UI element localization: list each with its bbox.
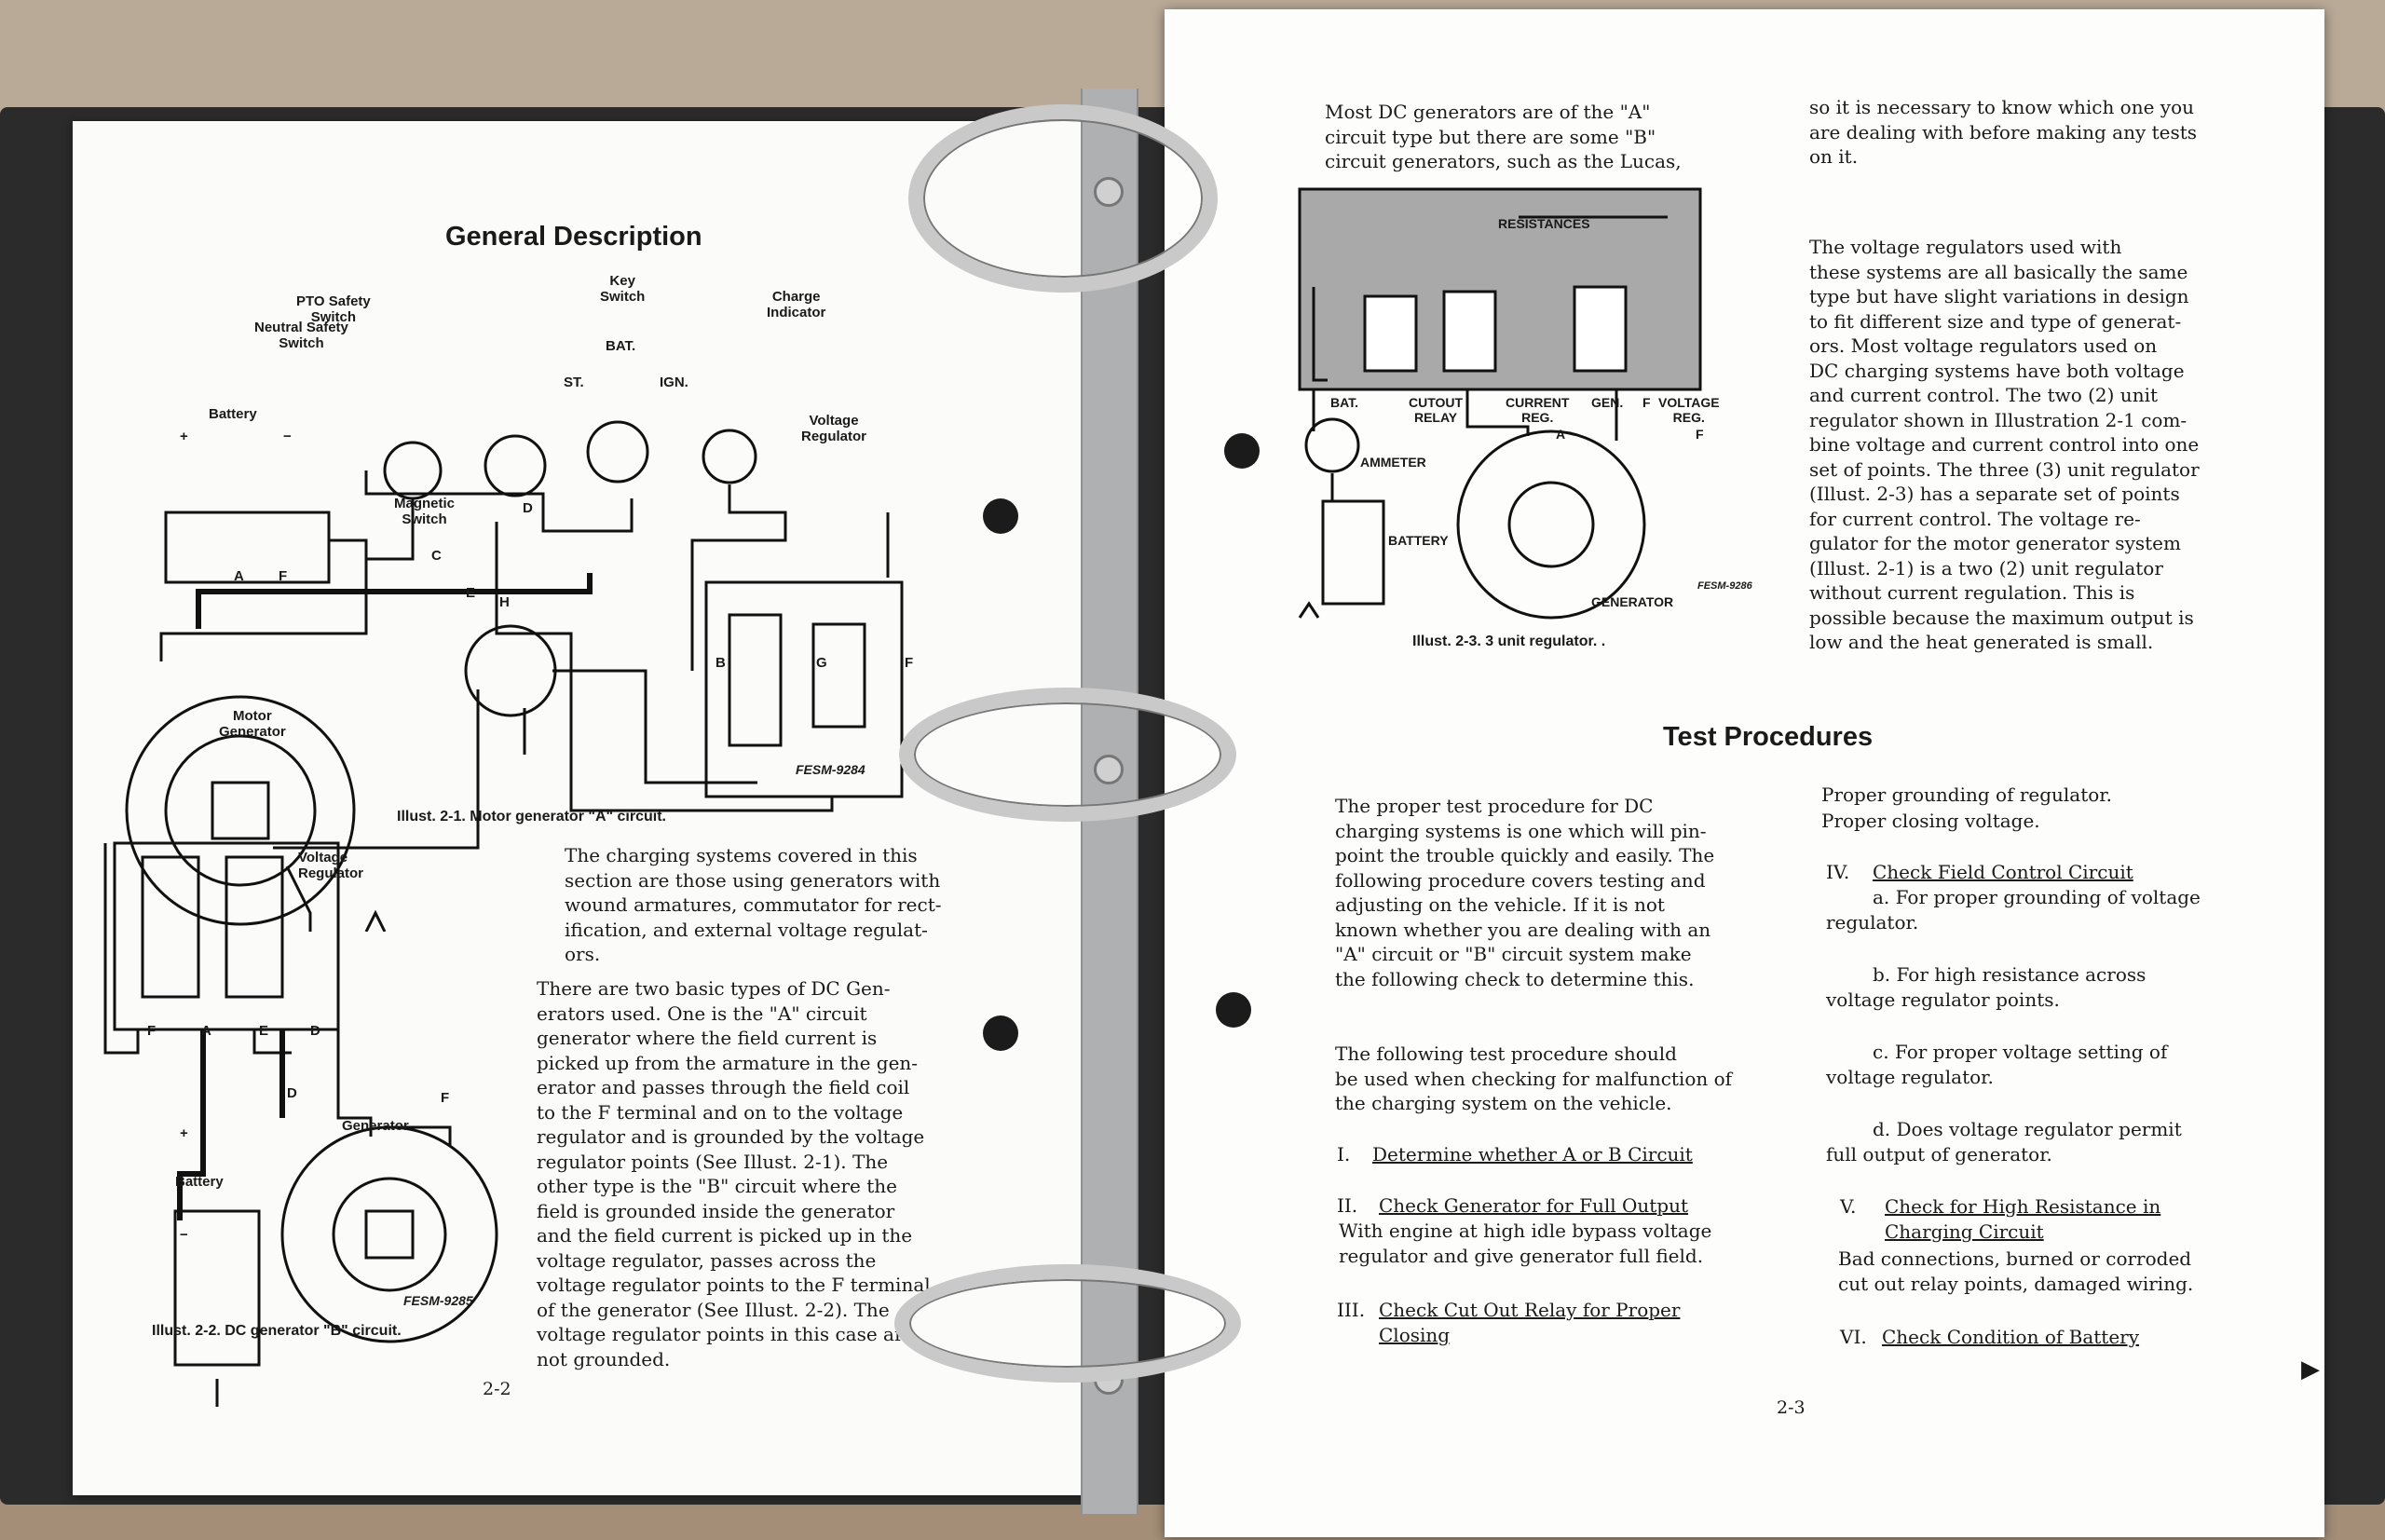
- item-4-title: Check Field Control Circuit: [1873, 861, 2133, 883]
- label-c: C: [431, 548, 442, 564]
- punched-hole: [1224, 433, 1260, 469]
- item-4-b: b. For high resistance across voltage re…: [1826, 963, 2146, 1011]
- line-proper-grounding: Proper grounding of regulator.: [1821, 784, 2113, 806]
- label-d-generator: D: [287, 1085, 297, 1101]
- label-d-2: D: [310, 1023, 320, 1039]
- paragraph-voltage-regulators: The voltage regulators used with these s…: [1809, 236, 2200, 653]
- paragraph-know-which-one: so it is necessary to know which one you…: [1809, 96, 2198, 168]
- label-pto-safety-switch: PTO Safety Switch: [296, 293, 371, 325]
- label-g: G: [816, 655, 827, 671]
- punched-hole: [1216, 992, 1251, 1028]
- label-motor-generator: Motor Generator: [219, 708, 286, 740]
- label-resistances: RESISTANCES: [1498, 216, 1590, 231]
- label-a-2: A: [201, 1023, 211, 1039]
- label-neutral-safety-switch: Neutral Safety Switch: [254, 320, 348, 351]
- label-battery: Battery: [209, 406, 257, 422]
- code-fesm-9284: FESM-9284: [796, 762, 865, 777]
- label-a: A: [234, 568, 244, 584]
- label-current-reg: CURRENT REG.: [1506, 395, 1570, 425]
- label-magnetic-switch: Magnetic Switch: [394, 496, 456, 527]
- item-2-text: With engine at high idle bypass voltage …: [1339, 1220, 1712, 1267]
- page-title: General Description: [445, 222, 702, 252]
- item-1-number: I.: [1337, 1143, 1351, 1165]
- binder-ring-top: [908, 104, 1218, 293]
- caption-illust-2-3: Illust. 2-3. 3 unit regulator. .: [1412, 634, 1606, 649]
- label-battery-3: BATTERY: [1388, 533, 1449, 548]
- item-3-number: III.: [1337, 1299, 1366, 1321]
- binder-ring-middle: [899, 688, 1236, 822]
- illust-2-2-schematic: [103, 841, 498, 1407]
- label-e-2: E: [259, 1023, 269, 1039]
- label-f-3b: F: [1696, 427, 1704, 442]
- punched-hole: [983, 1015, 1018, 1051]
- label-st-terminal: ST.: [564, 375, 584, 390]
- label-cutout-relay: CUTOUT RELAY: [1409, 395, 1464, 425]
- binder-ring-bottom: [894, 1264, 1241, 1383]
- page-number-left: 2-2: [483, 1379, 511, 1399]
- label-battery-minus-2: −: [180, 1227, 188, 1243]
- line-proper-closing: Proper closing voltage.: [1821, 810, 2040, 832]
- label-battery-plus: +: [180, 429, 188, 444]
- label-gen: GEN.: [1591, 395, 1624, 410]
- item-4-a: a. For proper grounding of voltage regul…: [1826, 886, 2201, 934]
- page-number-right: 2-3: [1777, 1397, 1806, 1418]
- label-charge-indicator: Charge Indicator: [767, 289, 826, 320]
- paragraph-proper-test: The proper test procedure for DC chargin…: [1335, 795, 1715, 990]
- punched-hole: [983, 498, 1018, 534]
- test-procedures-title: Test Procedures: [1663, 722, 1874, 752]
- paragraph-charging-systems: The charging systems covered in this sec…: [565, 844, 942, 965]
- item-4-d: d. Does voltage regulator permit full ou…: [1826, 1118, 2182, 1165]
- label-voltage-regulator-2: Voltage Regulator: [298, 850, 364, 881]
- label-f-2: F: [147, 1023, 157, 1039]
- illust-2-3-schematic: [1298, 187, 1702, 620]
- label-h: H: [499, 594, 510, 610]
- item-4-c: c. For proper voltage setting of voltage…: [1826, 1041, 2168, 1088]
- label-f: F: [279, 568, 288, 584]
- label-battery-minus: −: [283, 429, 292, 444]
- label-key-switch: Key Switch: [600, 273, 646, 305]
- label-battery-plus-2: +: [180, 1125, 188, 1141]
- left-page: General Description: [73, 121, 1088, 1495]
- code-fesm-9286: FESM-9286: [1697, 580, 1752, 592]
- item-3-title: Check Cut Out Relay for Proper Closing: [1379, 1299, 1681, 1346]
- item-5-title: Check for High Resistance in Charging Ci…: [1885, 1195, 2161, 1243]
- caption-illust-2-2: Illust. 2-2. DC generator "B" circuit.: [152, 1323, 402, 1339]
- item-2-number: II.: [1337, 1194, 1358, 1217]
- label-battery-2: Battery: [175, 1174, 224, 1190]
- paragraph-following-test: The following test procedure should be u…: [1335, 1043, 1733, 1114]
- label-d: D: [523, 500, 533, 516]
- label-voltage-regulator: Voltage Regulator: [801, 413, 867, 444]
- label-generator-3: GENERATOR: [1591, 594, 1674, 609]
- label-a-3: A: [1556, 427, 1566, 442]
- label-b: B: [716, 655, 726, 671]
- item-6-title: Check Condition of Battery: [1882, 1326, 2140, 1348]
- label-ammeter: AMMETER: [1360, 455, 1426, 470]
- label-f-regulator: F: [905, 655, 914, 671]
- continue-arrow-icon: ▶: [2301, 1356, 2320, 1383]
- label-f-3: F: [1642, 395, 1651, 410]
- label-voltage-reg: VOLTAGE REG.: [1658, 395, 1720, 425]
- label-generator: Generator: [342, 1118, 409, 1134]
- label-ign-terminal: IGN.: [660, 375, 688, 390]
- caption-illust-2-1: Illust. 2-1. Motor generator "A" circuit…: [397, 809, 666, 825]
- illust-2-1-schematic: [125, 420, 904, 932]
- paragraph-generator-types: There are two basic types of DC Gen- era…: [537, 977, 931, 1370]
- right-page: Most DC generators are of the "A" circui…: [1165, 9, 2324, 1537]
- item-2-title: Check Generator for Full Output: [1379, 1194, 1689, 1217]
- item-6-number: VI.: [1840, 1326, 1867, 1348]
- label-bat-3: BAT.: [1330, 395, 1359, 410]
- label-f-generator: F: [441, 1090, 450, 1106]
- item-4-number: IV.: [1826, 861, 1850, 883]
- label-e: E: [466, 585, 476, 601]
- label-bat-terminal: BAT.: [606, 338, 636, 354]
- code-fesm-9285: FESM-9285: [403, 1293, 473, 1308]
- item-5-number: V.: [1840, 1195, 1857, 1218]
- item-5-text: Bad connections, burned or corroded cut …: [1838, 1247, 2194, 1295]
- paragraph-most-dc-generators: Most DC generators are of the "A" circui…: [1325, 101, 1682, 172]
- item-1-title: Determine whether A or B Circuit: [1372, 1143, 1693, 1165]
